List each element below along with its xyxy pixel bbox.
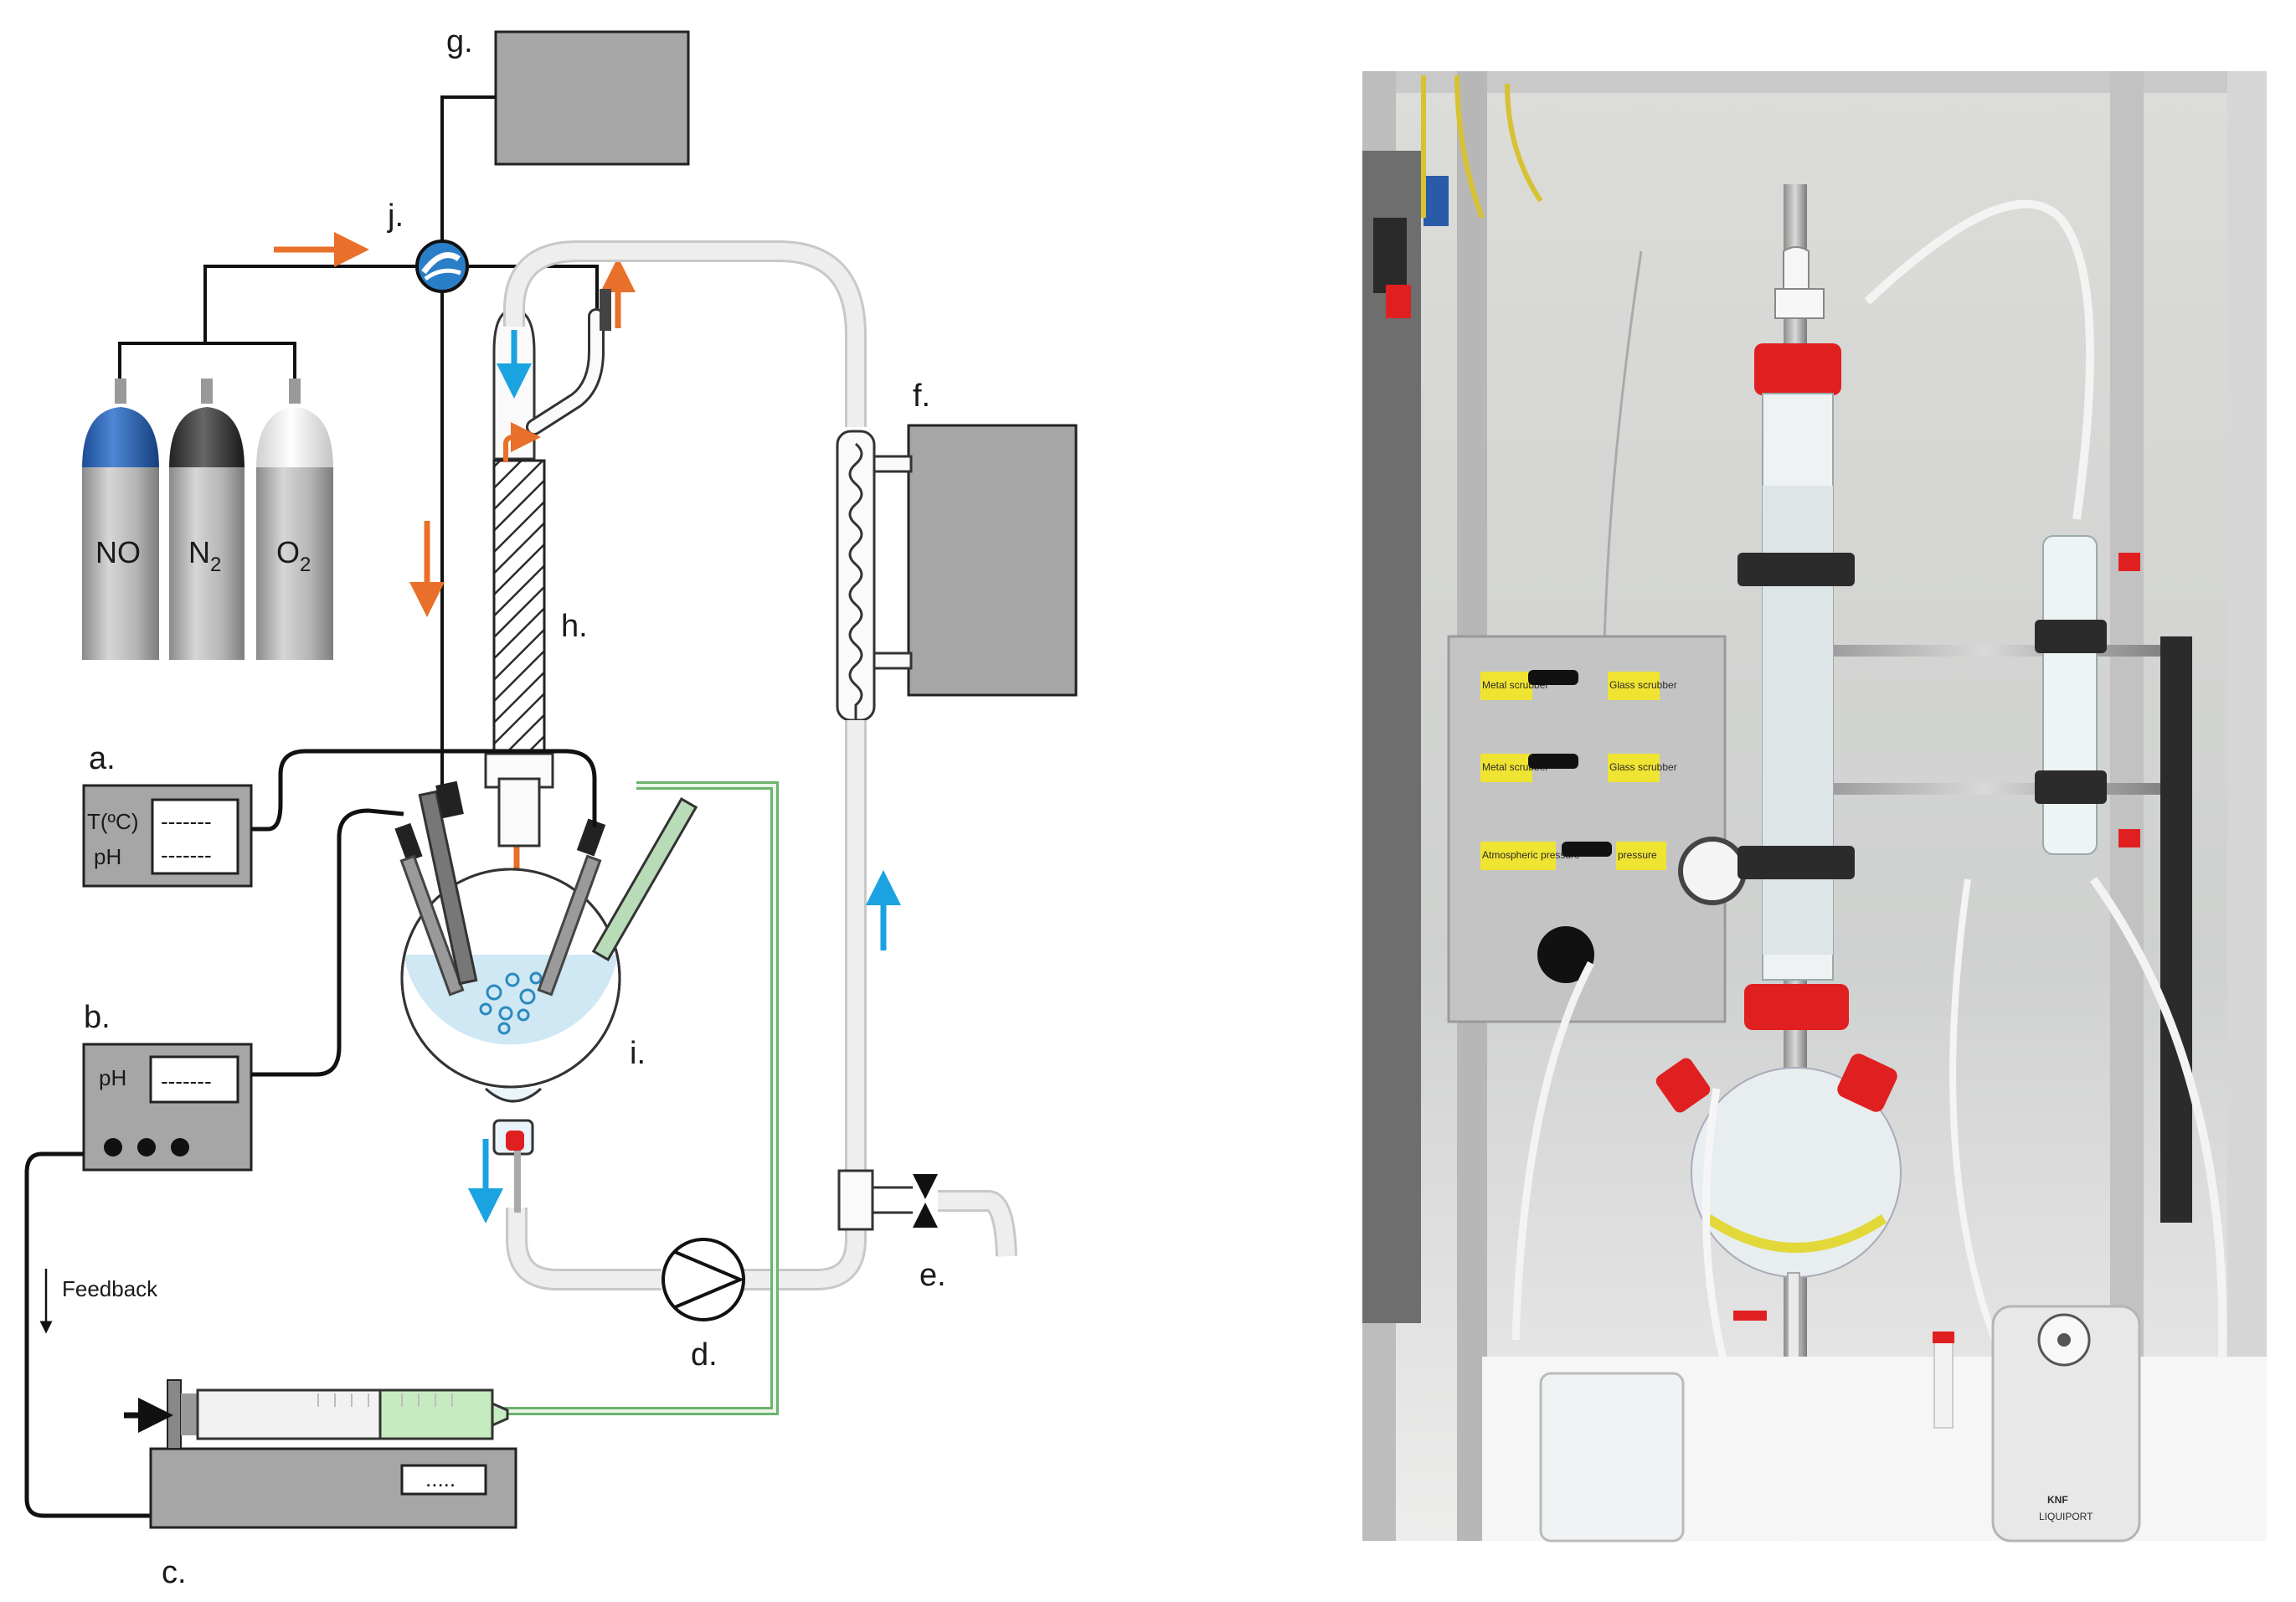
dosing-needle: [591, 797, 698, 961]
equipment-g-box: [494, 30, 690, 166]
coil-condenser: [836, 430, 876, 722]
ph-label-b: pH: [99, 1065, 126, 1090]
feedback-label: Feedback: [62, 1276, 158, 1301]
gas-bubbles: [479, 971, 543, 1035]
label-j: j.: [387, 198, 404, 234]
photo-liquiport-label: LIQUIPORT: [2039, 1511, 2093, 1522]
cable-a: [251, 749, 597, 832]
label-g: g.: [446, 24, 473, 59]
photo-pump-knf: [1991, 1305, 2141, 1543]
display-dashes-1: -------: [161, 809, 212, 834]
label-h: h.: [561, 609, 588, 644]
probe-right: [537, 818, 606, 997]
gas-branch-line: [118, 342, 296, 391]
gas-label-o2: O2: [276, 535, 311, 576]
pump-icon: [662, 1238, 745, 1321]
photo-knf-logo: KNF: [2047, 1494, 2068, 1506]
ph-label-a: pH: [94, 844, 121, 869]
valve-icon: [913, 1174, 938, 1228]
feedback-cable: [24, 1151, 151, 1518]
photo-label-glass-2: Glass scrubber: [1609, 761, 1677, 773]
chiller-f-box: [907, 424, 1078, 697]
gas-cylinder-icon: NO: [82, 379, 159, 660]
probe-left: [394, 822, 465, 997]
photo-label-atm: Atmospheric pressure: [1482, 849, 1580, 861]
setup-photo: Metal scrubber Glass scrubber Metal scru…: [1362, 71, 2267, 1543]
gas-label-n2: N2: [188, 535, 221, 576]
display-dashes-3: -------: [161, 1069, 212, 1094]
label-a: a.: [89, 741, 116, 776]
photo-label-pressure: pressure: [1618, 849, 1657, 861]
label-f: f.: [913, 379, 930, 414]
scrubber-column-h: [492, 459, 546, 755]
gas-label-no: NO: [95, 535, 141, 569]
gas-inlet-tube: [418, 780, 478, 986]
label-b: b.: [84, 1000, 111, 1035]
temp-label: T(ºC): [87, 809, 138, 834]
label-e: e.: [919, 1258, 946, 1293]
three-way-valve-icon: [415, 240, 469, 293]
condenser-side-arm-inner: [528, 311, 602, 433]
label-i: i.: [630, 1036, 646, 1071]
display-dashes-2: -------: [161, 842, 212, 868]
gas-cylinder-icon: N2: [169, 379, 245, 660]
photo-label-glass-1: Glass scrubber: [1609, 679, 1677, 691]
gas-manifold-line: [203, 265, 425, 343]
gas-cylinder-icon: O2: [256, 379, 333, 660]
label-c: c.: [162, 1555, 187, 1590]
pump-display: .....: [425, 1466, 456, 1491]
schematic-panel: g. j. NO N2: [24, 24, 1078, 1590]
cable-b: [251, 808, 404, 1077]
gas-line-to-g: [440, 95, 496, 254]
flow-arrow: [503, 422, 541, 462]
syringe: [167, 1379, 509, 1450]
label-d: d.: [691, 1337, 718, 1373]
gas-return-line: [459, 265, 599, 323]
